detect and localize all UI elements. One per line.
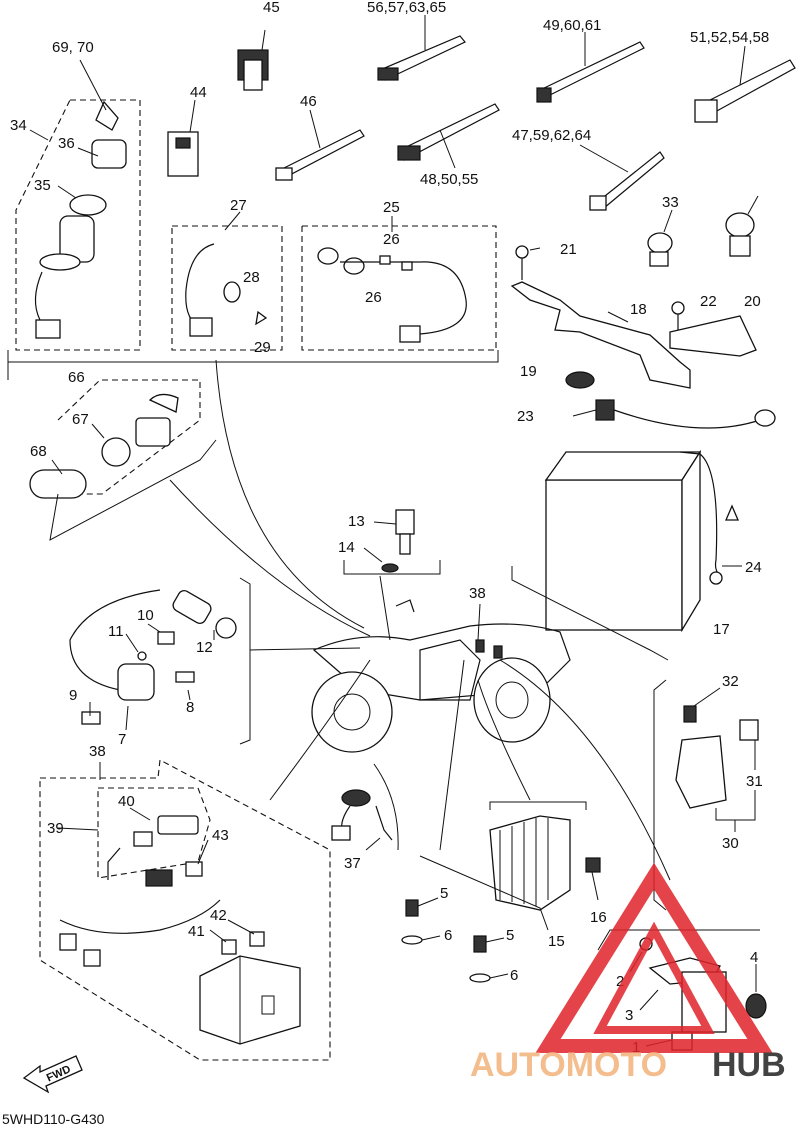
callout-5a: 5: [440, 885, 448, 902]
callout-33: 33: [662, 194, 679, 211]
callout-69-70: 69, 70: [52, 39, 94, 56]
connector-45: [237, 29, 269, 91]
callout-24: 24: [745, 559, 762, 576]
callout-14: 14: [338, 539, 355, 556]
callout-56: 56,57,63,65: [367, 0, 446, 16]
wire-harness-group: [39, 759, 331, 1061]
fwd-arrow: FWD: [22, 1055, 83, 1094]
callout-68: 68: [30, 443, 47, 460]
fuse-box: [199, 955, 301, 1045]
callout-11: 11: [108, 623, 124, 640]
callout-67: 67: [72, 411, 89, 428]
callout-35: 35: [34, 177, 51, 194]
callout-15: 15: [548, 933, 565, 950]
callout-41: 41: [188, 923, 205, 940]
clamp-53: [725, 195, 759, 257]
callout-38a: 38: [469, 585, 486, 602]
callout-49: 49,60,61: [543, 17, 601, 34]
watermark-hub: HUB: [712, 1046, 786, 1084]
thermo-switch: [343, 509, 441, 575]
key: [91, 100, 127, 169]
rectifier-regulator: [419, 801, 601, 931]
watermark-automoto: AUTOMOTO: [470, 1046, 667, 1084]
ignition-coil-group: [69, 577, 251, 745]
callout-43: 43: [212, 827, 229, 844]
callout-3: 3: [625, 1007, 633, 1024]
callout-4: 4: [750, 949, 758, 966]
diagram-code: 5WHD110-G430: [2, 1111, 105, 1127]
cable-tie-48: [397, 103, 500, 169]
clip-51: [694, 45, 796, 123]
connector-44: [167, 99, 199, 177]
callout-37: 37: [344, 855, 361, 872]
callout-12: 12: [196, 639, 213, 656]
callout-47: 47,59,62,64: [512, 127, 591, 144]
main-switch: [34, 194, 107, 339]
sensor-group-27: [171, 211, 283, 351]
callout-46: 46: [300, 93, 317, 110]
callout-48: 48,50,55: [420, 171, 478, 188]
callout-16: 16: [590, 909, 607, 926]
callout-26b: 26: [365, 289, 382, 306]
callout-51: 51,52,54,58: [690, 29, 769, 46]
handlebar-switch-group: [29, 379, 201, 499]
callout-34: 34: [10, 117, 27, 134]
callout-40: 40: [118, 793, 135, 810]
callout-21: 21: [560, 241, 577, 258]
callout-27: 27: [230, 197, 247, 214]
starter-relay: [653, 679, 759, 911]
clamp-33: [647, 209, 673, 267]
callout-20: 20: [744, 293, 761, 310]
callout-19: 19: [520, 363, 537, 380]
callout-25: 25: [383, 199, 400, 216]
callout-44: 44: [190, 84, 207, 101]
callout-45: 45: [263, 0, 280, 16]
callout-6a: 6: [444, 927, 452, 944]
main-switch-group: [15, 59, 141, 351]
battery: [544, 399, 776, 633]
cable-tie-49: [536, 32, 645, 103]
callout-42: 42: [210, 907, 227, 924]
callout-29: 29: [254, 339, 271, 356]
callout-6b: 6: [510, 967, 518, 984]
callout-26a: 26: [383, 231, 400, 248]
callout-39: 39: [47, 820, 64, 837]
callout-28: 28: [243, 269, 260, 286]
callout-5b: 5: [506, 927, 514, 944]
callout-36: 36: [58, 135, 75, 152]
bolt-5b: [469, 935, 509, 983]
neutral-switch: [331, 789, 393, 851]
callout-32: 32: [722, 673, 739, 690]
callout-2: 2: [616, 973, 624, 990]
callout-23: 23: [517, 408, 534, 425]
callout-13: 13: [348, 513, 365, 530]
callout-22: 22: [700, 293, 717, 310]
cable-tie-47: [579, 144, 665, 211]
automotohub-watermark: AUTOMOTO HUB: [470, 862, 786, 1084]
fwd-label: FWD: [45, 1063, 73, 1084]
cable-tie-56: [377, 15, 466, 81]
atv-vehicle: [311, 599, 571, 753]
callout-31: 31: [746, 773, 763, 790]
cable-tie-46: [275, 109, 365, 181]
battery-bracket: [510, 245, 757, 389]
bolt-5a: [401, 897, 441, 945]
callout-9: 9: [69, 687, 77, 704]
callout-8: 8: [186, 699, 194, 716]
callout-18: 18: [630, 301, 647, 318]
callout-38b: 38: [89, 743, 106, 760]
callout-30: 30: [722, 835, 739, 852]
callout-66: 66: [68, 369, 85, 386]
callout-17: 17: [713, 621, 730, 638]
callout-10: 10: [137, 607, 154, 624]
wire-group-25: [301, 216, 497, 351]
callout-7: 7: [118, 731, 126, 748]
